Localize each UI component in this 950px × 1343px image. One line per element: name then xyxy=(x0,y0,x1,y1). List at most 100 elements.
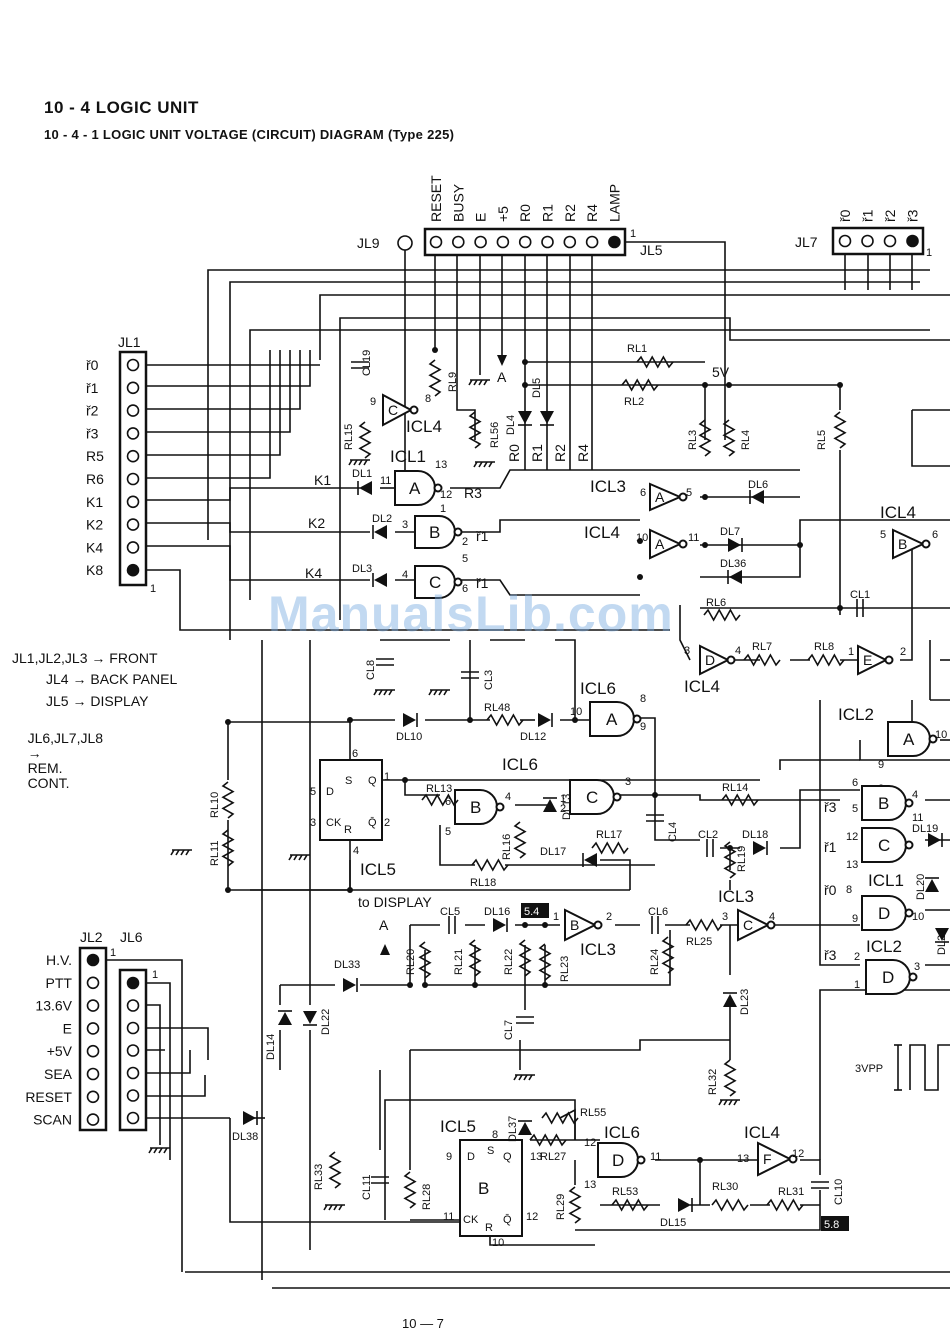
net-label: R2 xyxy=(552,444,568,462)
capacitor-label: CL19 xyxy=(361,350,373,376)
resistor-label: RL3 xyxy=(687,430,699,450)
diode-label: DL18 xyxy=(742,829,768,841)
gate-pin: 4 xyxy=(402,569,408,581)
diode-label: DL14 xyxy=(265,1034,277,1060)
jl2-label: JL2 xyxy=(80,929,103,945)
gate-pin: 6 xyxy=(640,487,646,499)
ff-pin: D xyxy=(467,1151,475,1163)
resistor: RL25 xyxy=(685,918,723,948)
marker-5-4: 5.4 xyxy=(524,906,539,918)
gate-pin: 11 xyxy=(380,475,391,487)
net-label: 3VPP xyxy=(855,1063,883,1075)
jl7-label: JL7 xyxy=(795,234,818,250)
gate-pin: 3 xyxy=(402,519,408,531)
diode-label: DL7 xyxy=(720,526,740,538)
net-label: ř3 xyxy=(824,799,837,815)
capacitor-label: CL11 xyxy=(361,1175,373,1200)
ground-symbol xyxy=(513,1074,535,1081)
capacitor-label: CL1 xyxy=(850,589,870,601)
gate-unit: C xyxy=(878,836,890,855)
diode: DL1 xyxy=(352,468,372,495)
junction-dot xyxy=(637,538,643,544)
net-label: ř3 xyxy=(824,947,837,963)
legend-left: JL5 xyxy=(46,693,69,709)
resistor: RL48 xyxy=(484,702,524,727)
ff-pin: 8 xyxy=(492,1129,498,1141)
ic-label: ICL4 xyxy=(584,523,620,542)
capacitor-label: CL10 xyxy=(833,1179,845,1205)
resistor: RL24 xyxy=(649,936,675,975)
jl1-pin-label: ř2 xyxy=(86,403,99,419)
gate-pin: 9 xyxy=(852,913,858,925)
arrow-marks xyxy=(380,355,507,955)
gate-pin: 4 xyxy=(912,789,918,801)
ff-pin: 4 xyxy=(353,845,359,857)
resistor: RL19 xyxy=(723,841,748,879)
ground-symbol xyxy=(348,459,370,466)
ic-label: ICL2 xyxy=(866,937,902,956)
resistor: RL4 xyxy=(722,419,752,457)
arrow-icon: → xyxy=(91,650,106,666)
diode: DL33 xyxy=(334,959,360,992)
ff-pin: S xyxy=(345,775,352,787)
capacitor: CL8 xyxy=(365,658,394,680)
junction-dot xyxy=(432,347,438,353)
jl9-label: JL9 xyxy=(357,235,380,251)
net-label: R0 xyxy=(506,444,522,462)
net-label: R1 xyxy=(529,444,545,462)
diode: DL18 xyxy=(742,829,768,855)
resistor-label: RL27 xyxy=(540,1151,566,1163)
resistor-label: RL15 xyxy=(343,424,355,450)
ic-label: ICL1 xyxy=(390,447,426,466)
gate-pin: 6 xyxy=(445,796,451,808)
jl5-pin: BUSY xyxy=(450,183,466,249)
ic-label: ICL4 xyxy=(880,503,916,522)
resistor: RL23 xyxy=(538,943,571,982)
ff-pin: R xyxy=(485,1222,493,1234)
diode-label: DL22 xyxy=(320,1009,332,1035)
gate-pin: 1 xyxy=(848,646,854,658)
resistor: RL21 xyxy=(453,939,482,977)
junction-dot xyxy=(225,887,231,893)
ground-symbols xyxy=(148,379,740,1211)
jl5-pin-label: BUSY xyxy=(450,183,466,222)
jl2-pin: +5V xyxy=(47,1043,100,1059)
junction-dot xyxy=(522,922,528,928)
jl2-pin1: 1 xyxy=(110,947,116,959)
ground-symbol xyxy=(428,689,450,696)
jl5-pin-label: RESET xyxy=(428,175,444,222)
watermark: ManualsLib.com xyxy=(268,586,674,642)
jl6-pin1: 1 xyxy=(152,969,158,981)
gate-pin: 9 xyxy=(370,396,376,408)
gate-pin: 3 xyxy=(625,776,631,788)
resistor-label: RL55 xyxy=(580,1107,606,1119)
resistor-label: RL5 xyxy=(816,430,828,450)
jl6-pin xyxy=(126,1089,140,1102)
ff-pin: 10 xyxy=(492,1237,504,1249)
resistor: RL8 xyxy=(807,641,845,667)
junction-dot xyxy=(652,792,658,798)
gate-pin: 1 xyxy=(440,503,446,515)
ic-label: ICL4 xyxy=(406,417,442,436)
ic-label: ICL3 xyxy=(590,477,626,496)
diode-label: DL4 xyxy=(505,415,517,435)
jl1-label: JL1 xyxy=(118,334,141,350)
diode: DL17 xyxy=(540,846,597,867)
resistor: RL28 xyxy=(403,1171,433,1210)
ff-pin: CK xyxy=(326,817,342,829)
resistor-label: RL24 xyxy=(649,949,661,975)
diode: DL14 xyxy=(265,1010,292,1060)
jl5-label: JL5 xyxy=(640,242,663,258)
